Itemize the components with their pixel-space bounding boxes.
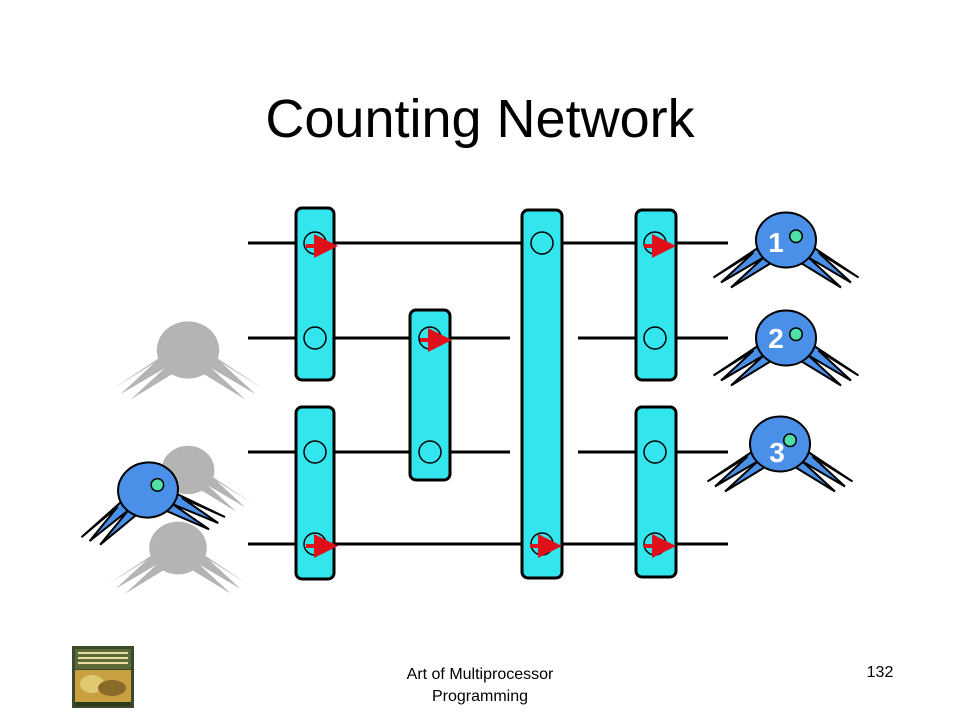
output-token-1 xyxy=(712,211,860,289)
balancer-3 xyxy=(520,208,564,580)
token-label-3: 3 xyxy=(769,437,785,468)
output-token-3 xyxy=(706,415,854,493)
ghost-token-3 xyxy=(108,521,248,594)
book-cover-image xyxy=(72,646,134,708)
toggle-arrows xyxy=(306,234,676,558)
toggle-circle xyxy=(643,440,667,464)
footer-title: Art of Multiprocessor Programming xyxy=(406,666,554,705)
balancer-4b xyxy=(634,405,678,579)
output-token-2 xyxy=(712,309,860,387)
input-token xyxy=(80,461,226,546)
toggle-circle xyxy=(418,440,442,464)
toggle-circle xyxy=(643,326,667,350)
toggle-circle xyxy=(303,440,327,464)
balancers xyxy=(294,206,678,581)
balancer-2 xyxy=(408,308,452,482)
token-label-1: 1 xyxy=(768,227,784,258)
balancer-1a xyxy=(294,206,336,382)
balancer-4a xyxy=(634,208,678,382)
balancer-1b xyxy=(294,405,336,581)
toggle-circle xyxy=(530,231,554,255)
toggle-circle xyxy=(303,326,327,350)
slide-title: Counting Network xyxy=(265,89,695,149)
page-number: 132 xyxy=(866,664,894,681)
token-label-2: 2 xyxy=(768,323,784,354)
toggle-circles xyxy=(303,231,667,556)
ghost-token-1 xyxy=(112,321,264,400)
